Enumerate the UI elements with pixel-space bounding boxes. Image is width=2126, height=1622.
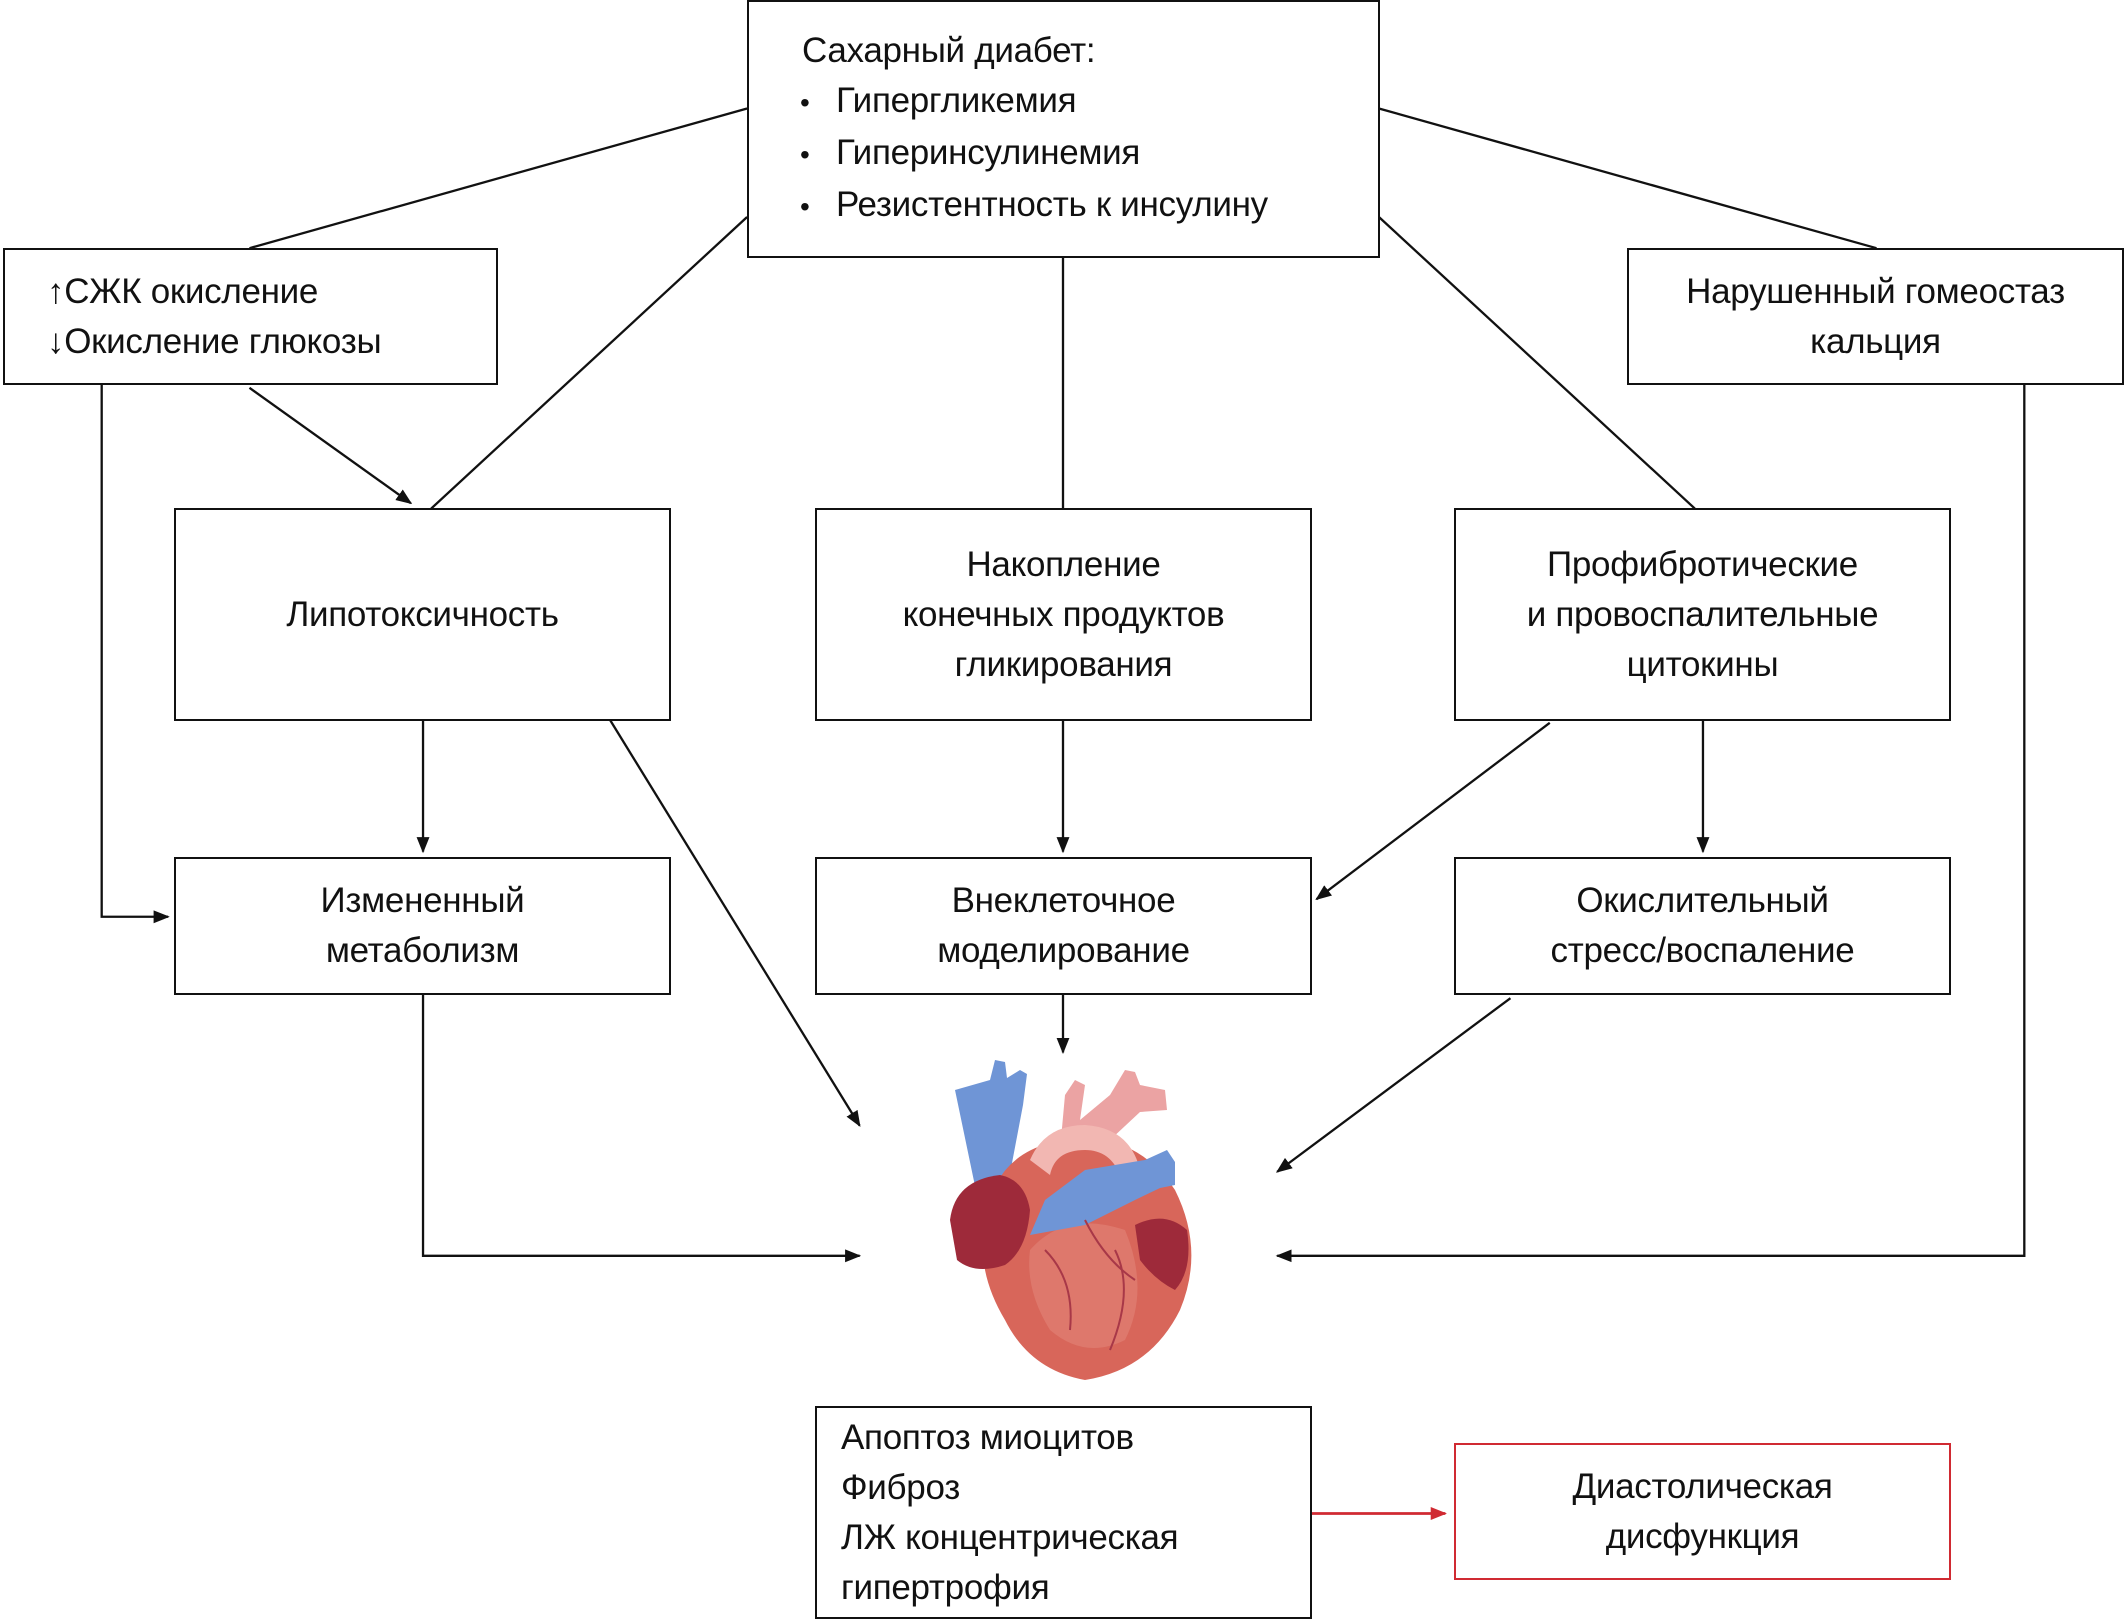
heart-vessel bbox=[1044, 1219, 1136, 1351]
diabetes-box: Сахарный диабет: Гипергликемия Гиперинсу… bbox=[747, 0, 1380, 258]
heart-aorta bbox=[1030, 1125, 1140, 1175]
lipotoxicity-box: Липотоксичность bbox=[174, 508, 671, 721]
box-text-line: кальция bbox=[1810, 321, 1941, 361]
arrow-fa-to-metabolism bbox=[100, 383, 170, 924]
box-text-line: гипертрофия bbox=[841, 1567, 1050, 1607]
box-text-line: моделирование bbox=[937, 931, 1190, 970]
connector-top-to-lipo bbox=[430, 216, 748, 510]
cytokines-box: Профибротические и провоспалительные цит… bbox=[1454, 508, 1951, 721]
heart-ventricle-highlight bbox=[1029, 1223, 1138, 1348]
extracellular-remodeling-box: Внеклеточное моделирование bbox=[815, 857, 1312, 995]
outcome-box: Апоптоз миоцитов Фиброз ЛЖ концентрическ… bbox=[815, 1406, 1312, 1619]
box-text-line: Измененный bbox=[320, 881, 525, 920]
box-text-line: Липотоксичность bbox=[286, 594, 559, 634]
diabetes-list: Гипергликемия Гиперинсулинемия Резистент… bbox=[800, 76, 1268, 232]
box-text-line: метаболизм bbox=[325, 931, 520, 970]
arrow-cytokines-to-ecm bbox=[1315, 721, 1551, 901]
connector-top-to-cytokines bbox=[1378, 216, 1696, 510]
arrow-fa-to-lipo bbox=[248, 386, 413, 505]
box-text-line: конечных продуктов bbox=[902, 594, 1225, 634]
box-text-line: ↑СЖК окисление bbox=[47, 271, 319, 311]
box-text-line: Фиброз bbox=[841, 1467, 960, 1507]
diabetes-item: Резистентность к инсулину bbox=[800, 180, 1268, 232]
connector-top-to-fa bbox=[249, 107, 748, 250]
heart-right-atrium bbox=[1135, 1218, 1189, 1290]
box-text-line: стресс/воспаление bbox=[1550, 931, 1855, 970]
diabetes-item: Гипергликемия bbox=[800, 76, 1268, 128]
box-text-line: Диастолическая bbox=[1572, 1466, 1833, 1506]
diabetes-title: Сахарный диабет: bbox=[802, 31, 1096, 70]
box-text-line: Апоптоз миоцитов bbox=[841, 1417, 1134, 1457]
box-text-line: Профибротические bbox=[1547, 544, 1858, 584]
box-text-line: гликирования bbox=[954, 644, 1173, 684]
box-text-line: цитокины bbox=[1626, 644, 1779, 684]
connector-top-to-calcium bbox=[1378, 107, 1877, 250]
arrow-metabolism-to-heart bbox=[421, 994, 862, 1263]
arrow-lipo-to-heart bbox=[609, 719, 861, 1128]
diastolic-dysfunction-box: Диастолическая дисфункция bbox=[1454, 1443, 1951, 1580]
box-text-line: Внеклеточное bbox=[951, 881, 1176, 920]
box-text-line: дисфункция bbox=[1605, 1516, 1800, 1556]
oxidative-stress-box: Окислительный стресс/воспаление bbox=[1454, 857, 1951, 995]
box-text-line: и провоспалительные bbox=[1526, 594, 1879, 634]
arrow-oxidative-to-heart bbox=[1275, 997, 1512, 1173]
box-text-line: Окислительный bbox=[1576, 881, 1829, 920]
box-text-line: Накопление bbox=[966, 544, 1161, 584]
box-text-line: ↓Окисление глюкозы bbox=[47, 321, 382, 361]
altered-metabolism-box: Измененный метаболизм bbox=[174, 857, 671, 995]
box-text-line: Нарушенный гомеостаз bbox=[1686, 271, 2065, 311]
heart-illustration bbox=[950, 1060, 1192, 1380]
arrow-calcium-to-heart bbox=[1275, 383, 2026, 1263]
fatty-acid-oxidation-box: ↑СЖК окисление ↓Окисление глюкозы bbox=[3, 248, 498, 385]
heart-pulmonary-artery bbox=[1030, 1150, 1175, 1235]
calcium-homeostasis-box: Нарушенный гомеостаз кальция bbox=[1627, 248, 2124, 385]
diabetes-item: Гиперинсулинемия bbox=[800, 128, 1268, 180]
heart-left-atrium bbox=[950, 1175, 1030, 1269]
box-text-line: ЛЖ концентрическая bbox=[841, 1517, 1179, 1557]
glycation-products-box: Накопление конечных продуктов гликирован… bbox=[815, 508, 1312, 721]
